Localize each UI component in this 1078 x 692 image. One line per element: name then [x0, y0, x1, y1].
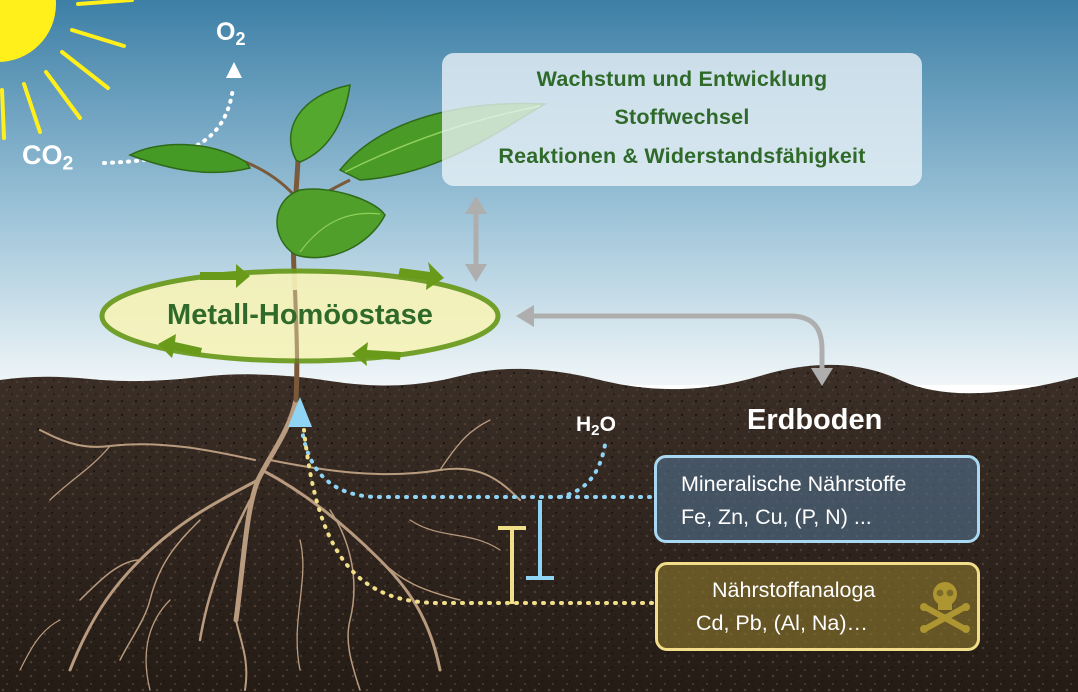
leaf-top — [289, 84, 351, 163]
h2o-dotted-path — [558, 443, 607, 499]
gray-arrow-soil — [530, 313, 825, 372]
homeostasis-ellipse — [99, 268, 501, 364]
mineral-elements: Fe, Zn, Cu, (P, N) ... — [681, 505, 872, 529]
function-line-growth: Wachstum und Entwicklung — [536, 67, 828, 91]
mineral-title: Mineralische Nährstoffe — [681, 472, 907, 496]
soil-title: Erdboden — [747, 404, 883, 436]
analog-elements: Cd, Pb, (Al, Na)… — [696, 611, 869, 635]
co2-o2-dotted-path — [102, 86, 235, 165]
o2-label: O2 — [216, 18, 246, 50]
gray-arrowhead-down — [465, 264, 487, 282]
o2-arrowhead — [226, 62, 242, 78]
h2o-label: H2O — [576, 413, 616, 440]
function-line-metabolism: Stoffwechsel — [614, 105, 750, 129]
co2-label: CO2 — [22, 140, 74, 175]
inhibition-blue — [526, 500, 554, 580]
inhibition-yellow — [498, 526, 526, 604]
functions-box: Wachstum und Entwicklung Stoffwechsel Re… — [442, 53, 922, 186]
sun-icon — [0, 0, 134, 140]
nutrient-analogs-box: Nährstoffanaloga Cd, Pb, (Al, Na)… — [655, 562, 980, 651]
leaf-left — [128, 143, 252, 174]
cycle-arrows — [158, 262, 444, 366]
uptake-arrowhead — [288, 397, 312, 427]
mineral-nutrients-box: Mineralische Nährstoffe Fe, Zn, Cu, (P, … — [654, 455, 980, 543]
analog-title: Nährstoffanaloga — [712, 578, 876, 602]
gray-arrowhead-left — [516, 305, 534, 327]
plant-roots — [19, 397, 521, 691]
gray-arrowhead-up — [465, 196, 487, 214]
function-line-resistance: Reaktionen & Widerstandsfähigkeit — [498, 144, 866, 168]
homeostasis-label: Metall-Homöostase — [167, 299, 433, 331]
gray-arrowhead-soil — [811, 368, 833, 386]
